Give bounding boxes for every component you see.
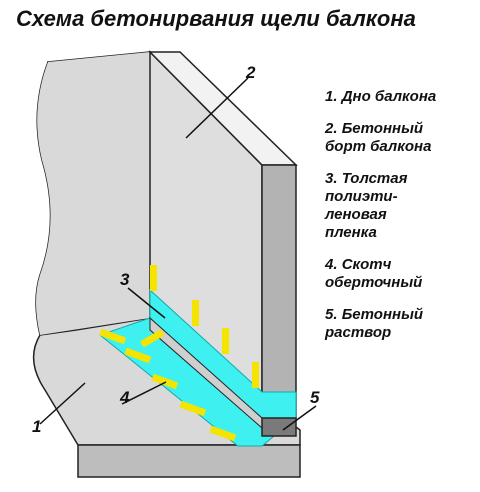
legend-item-2: 2. Бетонный борт балкона	[325, 120, 475, 156]
legend-item-4: 4. Скотч оберточный	[325, 256, 475, 292]
concrete-mortar	[261, 417, 297, 437]
callout-4: 4	[119, 388, 130, 407]
legend-item-3: 3. Толстая полиэти- леновая пленка	[325, 170, 475, 242]
callout-1: 1	[32, 417, 41, 436]
legend-item-5: 5. Бетонный раствор	[325, 306, 475, 342]
legend: 1. Дно балкона 2. Бетонный борт балкона …	[325, 88, 475, 356]
leader-line-4	[121, 381, 167, 405]
leader-line-2	[185, 77, 249, 139]
leader-line-5	[282, 405, 317, 431]
balcony-border-side	[261, 164, 297, 419]
legend-number: 3.	[325, 170, 338, 187]
legend-number: 1.	[325, 88, 338, 105]
legend-text: Дно балкона	[341, 88, 437, 105]
leader-line-3	[127, 287, 166, 319]
callout-2: 2	[245, 63, 256, 82]
base-plate	[77, 444, 301, 478]
legend-number: 5.	[325, 306, 338, 323]
legend-text: Толстая полиэти- леновая пленка	[325, 170, 408, 241]
legend-item-1: 1. Дно балкона	[325, 88, 475, 106]
balcony-slab-fill	[36, 52, 150, 335]
legend-text: Бетонный раствор	[325, 306, 424, 341]
tape-strips	[99, 265, 259, 442]
legend-text: Скотч оберточный	[325, 256, 423, 291]
legend-number: 4.	[325, 256, 338, 273]
callout-3: 3	[120, 270, 130, 289]
leader-line-1	[39, 382, 86, 425]
callout-5: 5	[310, 388, 320, 407]
diagram-title: Схема бетонирвания щели балкона	[16, 6, 416, 31]
legend-number: 2.	[325, 120, 338, 137]
legend-text: Бетонный борт балкона	[325, 120, 432, 155]
